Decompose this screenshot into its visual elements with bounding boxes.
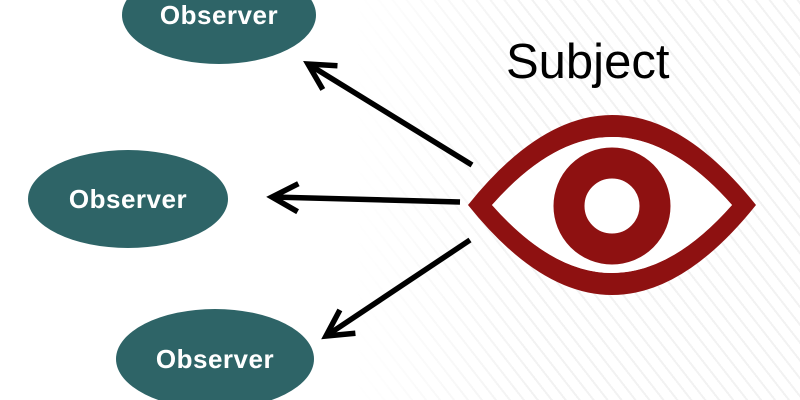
arrow-to-observer-middle [266,181,461,215]
observer-label: Observer [159,0,279,30]
observer-node-middle: Observer [28,150,228,248]
arrow-to-observer-top [303,60,474,168]
observer-node-bottom: Observer [116,309,314,400]
arrow-to-observer-bottom [321,237,472,340]
eye-white [492,137,732,273]
eye-iris [553,147,671,265]
observer-label: Observer [68,183,188,214]
arrows-group [266,60,474,340]
subject-label: Subject [506,35,670,89]
eye-icon [468,115,756,295]
observer-label: Observer [155,343,275,374]
eye-outline [468,115,756,295]
